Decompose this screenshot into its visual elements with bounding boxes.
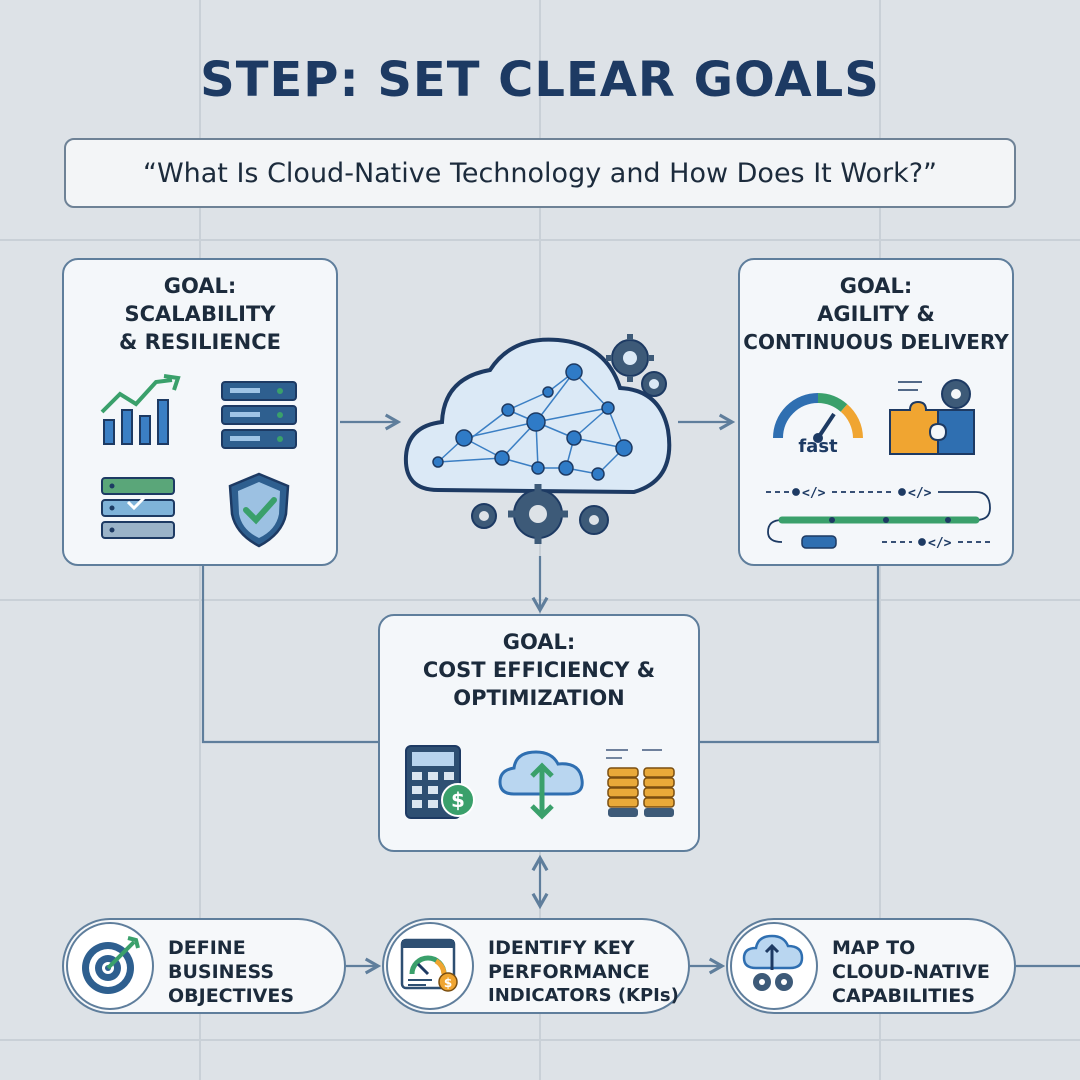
goal-label: GOAL:	[163, 274, 237, 298]
line-right-to-center	[700, 566, 880, 744]
goal-card-agility: GOAL: AGILITY & CONTINUOUS DELIVERY fast	[738, 258, 1014, 566]
cloud-network-hub-icon	[403, 334, 672, 544]
subtitle-text: “What Is Cloud-Native Technology and How…	[142, 157, 938, 189]
cloud-scaling-icon	[498, 750, 584, 820]
step-icon-circle	[730, 922, 818, 1010]
puzzle-gear-icon	[889, 379, 975, 455]
step-identify-kpis: $ IDENTIFY KEY PERFORMANCE INDICATORS (K…	[382, 918, 690, 1014]
step-label: MAP TO CLOUD-NATIVE CAPABILITIES	[832, 936, 990, 1008]
speedometer-icon: fast	[768, 384, 868, 464]
goal-label: GOAL:	[839, 274, 913, 298]
subtitle-box: “What Is Cloud-Native Technology and How…	[64, 138, 1016, 208]
shield-check-icon	[228, 472, 290, 548]
step-label: DEFINE BUSINESS OBJECTIVES	[168, 936, 294, 1008]
step-label-line3: CAPABILITIES	[832, 985, 975, 1007]
line-left-to-center	[201, 566, 378, 744]
goal-label: GOAL:	[502, 630, 576, 654]
growth-chart-icon	[100, 374, 181, 445]
step-label-line1: DEFINE	[168, 937, 246, 959]
page-title: STEP: SET CLEAR GOALS	[200, 52, 880, 108]
redundant-server-icon	[101, 477, 175, 539]
speedometer-gauge-graphic	[773, 393, 863, 443]
cloud-capabilities-icon	[742, 934, 804, 991]
step-label-line1: MAP TO	[832, 937, 916, 959]
goal-title-line2: & RESILIENCE	[119, 330, 281, 354]
step-label-line2: CLOUD-NATIVE	[832, 961, 990, 983]
svg-text:</>: </>	[928, 536, 952, 550]
goal-card-header: GOAL: SCALABILITY & RESILIENCE	[64, 272, 336, 356]
step-label: IDENTIFY KEY PERFORMANCE INDICATORS (KPI…	[488, 936, 679, 1008]
svg-text:</>: </>	[908, 486, 932, 501]
calculator-dollar-icon: $	[405, 745, 475, 819]
coin-stacks-icon	[606, 749, 675, 817]
server-stack-icon	[221, 381, 297, 449]
goal-card-header: GOAL: AGILITY & CONTINUOUS DELIVERY	[740, 272, 1012, 356]
step-map-capabilities: MAP TO CLOUD-NATIVE CAPABILITIES	[726, 918, 1016, 1014]
speed-label: fast	[798, 436, 838, 457]
target-icon	[82, 936, 140, 994]
goal-title-line2: CONTINUOUS DELIVERY	[743, 330, 1009, 354]
step-icon-circle: $	[386, 922, 474, 1010]
step-label-line3: INDICATORS (KPIs)	[488, 985, 679, 1006]
goal-card-cost-efficiency: GOAL: COST EFFICIENCY & OPTIMIZATION $	[378, 614, 700, 852]
step-label-line2: PERFORMANCE	[488, 961, 650, 983]
goal-title-line2: OPTIMIZATION	[453, 686, 625, 710]
goal-card-scalability: GOAL: SCALABILITY & RESILIENCE	[62, 258, 338, 566]
goal-title-line1: SCALABILITY	[124, 302, 276, 326]
step-label-line2: BUSINESS	[168, 961, 275, 983]
kpi-dashboard-icon: $	[400, 938, 458, 992]
ci-cd-pipeline-icon: </> </> </>	[766, 486, 992, 550]
goal-title-line1: COST EFFICIENCY &	[422, 658, 656, 682]
step-icon-circle	[66, 922, 154, 1010]
goal-card-header: GOAL: COST EFFICIENCY & OPTIMIZATION	[380, 628, 698, 712]
svg-text:$: $	[444, 976, 452, 990]
svg-text:$: $	[451, 788, 465, 812]
svg-text:</>: </>	[802, 486, 826, 501]
step-label-line3: OBJECTIVES	[168, 985, 295, 1007]
goal-title-line1: AGILITY &	[817, 302, 935, 326]
step-define-objectives: DEFINE BUSINESS OBJECTIVES	[62, 918, 346, 1014]
step-label-line1: IDENTIFY KEY	[488, 937, 635, 959]
